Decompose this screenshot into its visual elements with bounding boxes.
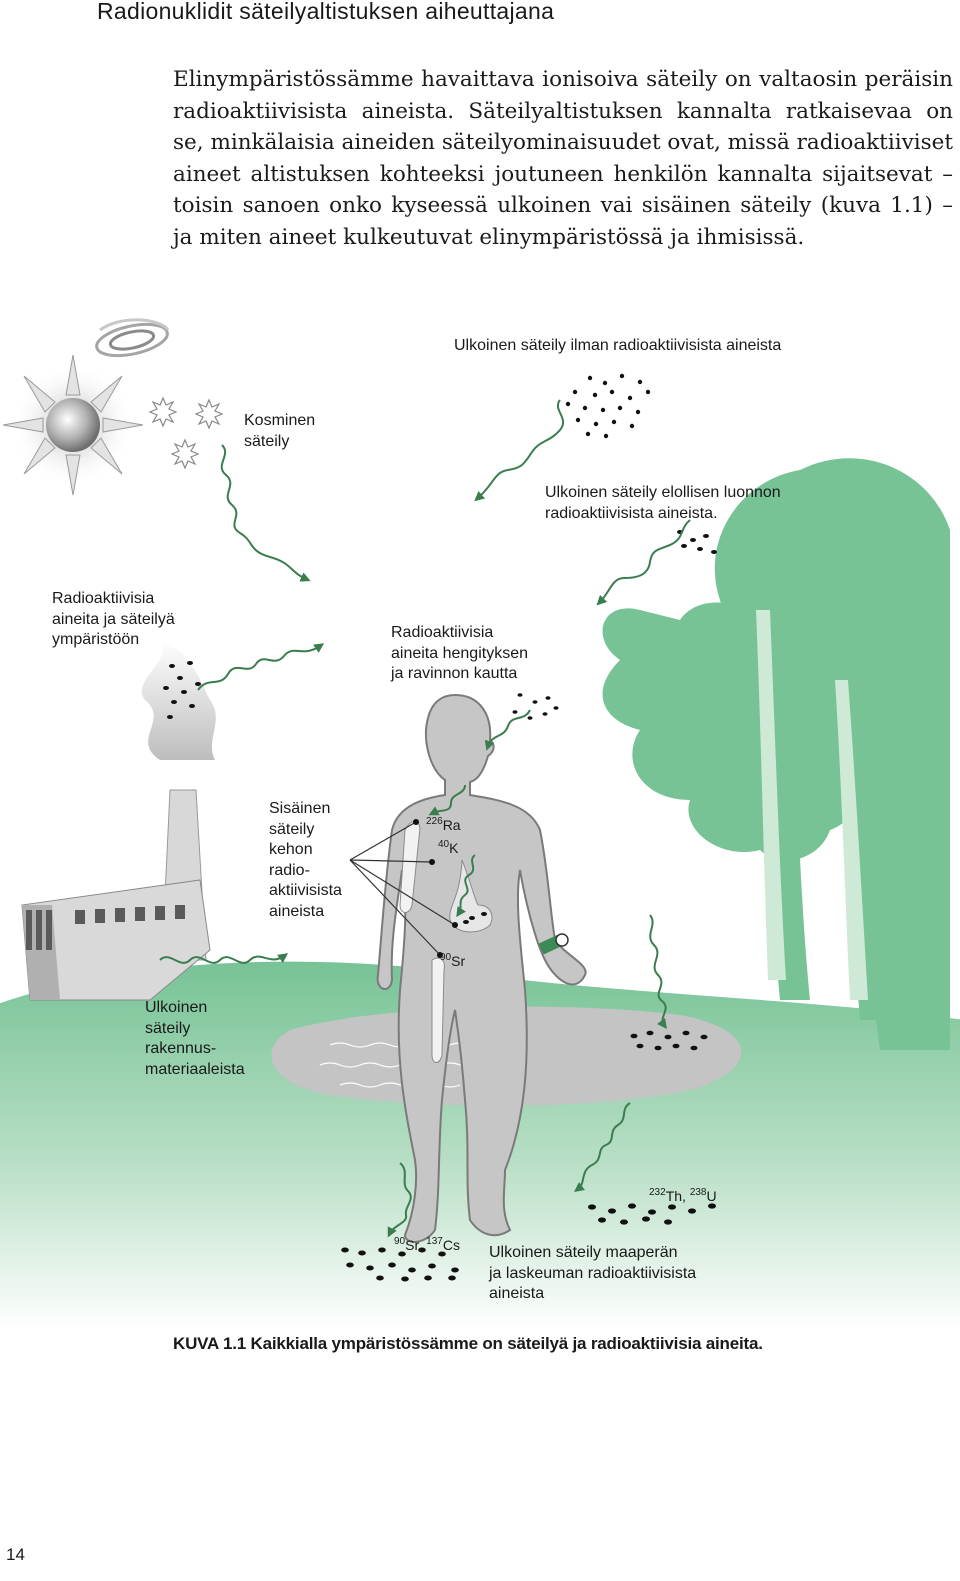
radiation-figure [0,318,960,1330]
galaxy-icon [95,318,170,358]
sun-icon [2,354,144,496]
isotope-th-u: 232Th, 238U [649,1187,717,1204]
watch [538,933,569,955]
label-soil: Ulkoinen säteily maaperän ja laskeuman r… [489,1244,697,1302]
human-body [376,693,587,1243]
particles-sky [565,373,651,439]
isotope-sr-bone: 90Sr [440,952,466,969]
label-environment: Radioaktiivisia aineita ja säteilyä ympä… [52,590,175,648]
isotope-k: 40K [438,839,459,856]
intro-paragraph: Elinympäristössämme havaittava ionisoiva… [173,67,953,250]
particles-breath [512,693,559,720]
label-organic: Ulkoinen säteily elollisen luonnon radio… [545,484,781,522]
factory [21,640,216,1001]
tree-trunks-light [756,610,868,1000]
page-number: 14 [6,1545,25,1564]
star-icons [148,396,224,470]
label-breathing: Radioaktiivisia aineita hengityksen ja r… [391,624,528,682]
particles-smoke [163,661,201,719]
particles-tree [677,530,717,554]
isotope-ra: 226Ra [426,816,461,833]
page-heading: Radionuklidit säteilyaltistuksen aiheutt… [97,0,555,24]
trees [602,458,950,1051]
radiation-arrows [159,399,691,1238]
pointer-dots [413,819,458,958]
label-cosmic: Kosminen säteily [244,412,316,450]
pointer-lines [349,821,456,956]
label-external-no-materials: Ulkoinen säteily ilman radioaktiivisista… [454,337,782,354]
particles [163,373,717,1282]
isotope-sr-cs: 90Sr, 137Cs [394,1236,460,1253]
particles-grass [630,1030,708,1051]
particles-soil-right [588,1203,716,1225]
particles-soil-left [341,1247,459,1282]
figure-caption: KUVA 1.1 Kaikkialla ympäristössämme on s… [173,1334,763,1353]
label-building: Ulkoinen säteily rakennus- materiaaleist… [145,999,245,1078]
label-internal: Sisäinen säteily kehon radio- aktiivisis… [269,800,342,920]
